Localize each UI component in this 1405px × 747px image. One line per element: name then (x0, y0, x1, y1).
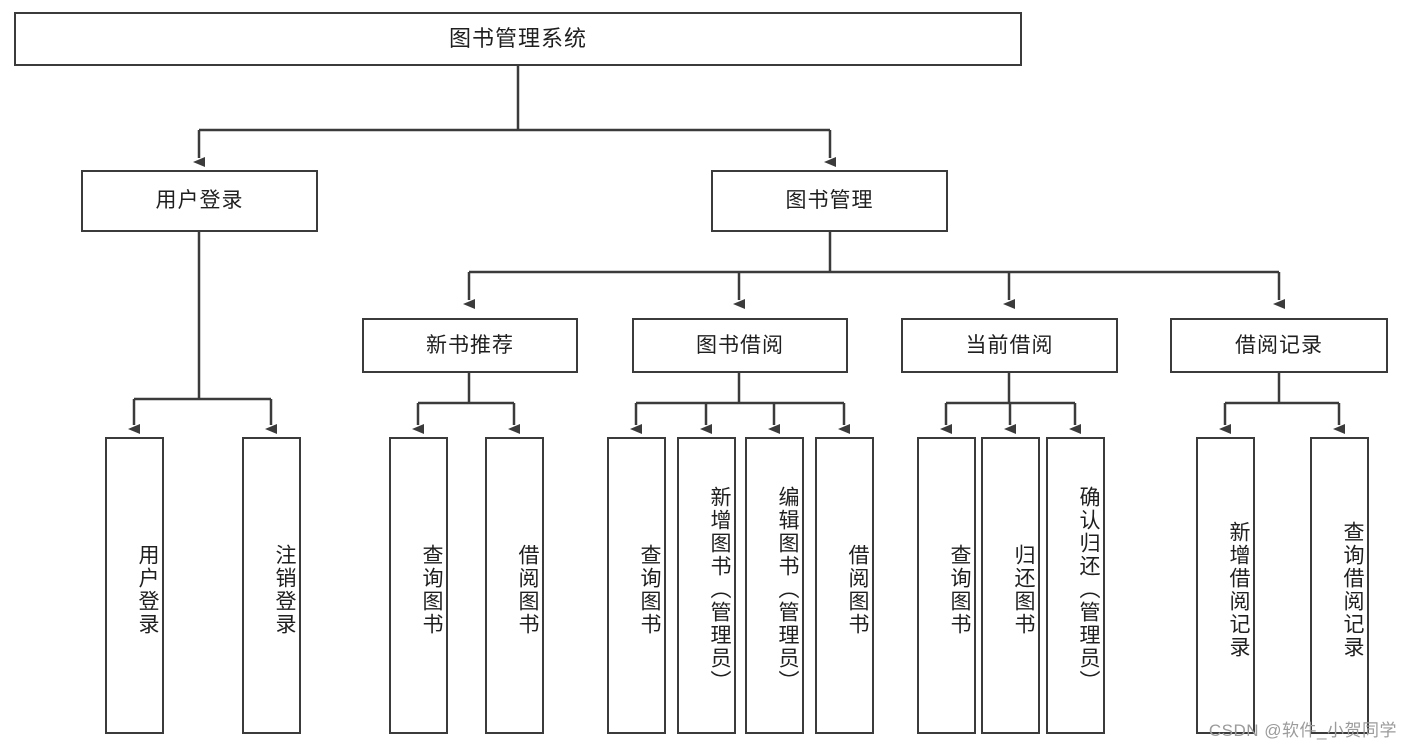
node-label: 注销登录 (273, 543, 296, 636)
node-label: 用户登录 (136, 543, 159, 636)
node-label: 图书管理 (785, 189, 874, 213)
node-root-library-system[interactable]: 图书管理系统 (14, 12, 1022, 66)
leaf-borrow-query-book[interactable]: 查询图书 (607, 437, 666, 734)
leaf-user-login-login[interactable]: 用户登录 (105, 437, 164, 734)
node-label: 用户登录 (155, 189, 244, 213)
node-label: 确认归还（管理员） (1077, 486, 1100, 693)
node-current-borrowing[interactable]: 当前借阅 (901, 318, 1118, 373)
node-user-login[interactable]: 用户登录 (81, 170, 318, 232)
node-label: 借阅图书 (846, 543, 869, 636)
leaf-current-return-book[interactable]: 归还图书 (981, 437, 1040, 734)
node-label: 新增图书（管理员） (708, 486, 731, 693)
leaf-new-book-borrow[interactable]: 借阅图书 (485, 437, 544, 734)
node-label: 当前借阅 (965, 333, 1054, 357)
leaf-current-query-book[interactable]: 查询图书 (917, 437, 976, 734)
leaf-new-book-query[interactable]: 查询图书 (389, 437, 448, 734)
node-new-book-recommendation[interactable]: 新书推荐 (362, 318, 578, 373)
csdn-watermark: CSDN @软件_小贺同学 (1208, 721, 1397, 740)
node-label: 编辑图书（管理员） (776, 486, 799, 693)
node-label: 查询图书 (948, 543, 971, 636)
node-label: 新增借阅记录 (1227, 520, 1250, 659)
node-label: 归还图书 (1012, 543, 1035, 636)
node-label: 查询图书 (638, 543, 661, 636)
leaf-borrow-add-book-admin[interactable]: 新增图书（管理员） (677, 437, 736, 734)
node-label: 借阅图书 (516, 543, 539, 636)
node-book-management[interactable]: 图书管理 (711, 170, 948, 232)
node-label: 借阅记录 (1235, 333, 1323, 357)
leaf-user-login-logout[interactable]: 注销登录 (242, 437, 301, 734)
node-label: 图书管理系统 (448, 25, 587, 51)
node-book-borrowing[interactable]: 图书借阅 (632, 318, 848, 373)
leaf-current-confirm-return-admin[interactable]: 确认归还（管理员） (1046, 437, 1105, 734)
node-label: 图书借阅 (696, 333, 784, 357)
leaf-records-query-record[interactable]: 查询借阅记录 (1310, 437, 1369, 734)
leaf-borrow-edit-book-admin[interactable]: 编辑图书（管理员） (745, 437, 804, 734)
node-label: 新书推荐 (426, 333, 514, 357)
node-label: 查询借阅记录 (1341, 520, 1364, 659)
node-label: 查询图书 (420, 543, 443, 636)
node-borrowing-records[interactable]: 借阅记录 (1170, 318, 1388, 373)
leaf-records-add-record[interactable]: 新增借阅记录 (1196, 437, 1255, 734)
leaf-borrow-borrow-book[interactable]: 借阅图书 (815, 437, 874, 734)
